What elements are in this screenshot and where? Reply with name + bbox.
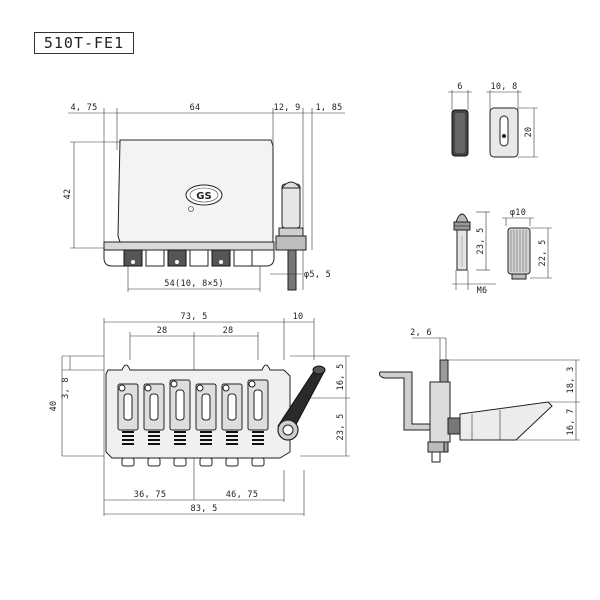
side-arm (379, 371, 433, 431)
front-dim-bottom-total: 83, 5 (190, 504, 217, 514)
front-dim-bottom-a: 36, 75 (134, 490, 167, 500)
side-dim-right-total: 18, 3 (566, 366, 576, 393)
part-dim-post-thread: M6 (477, 286, 488, 296)
front-dim-right-lower: 23, 5 (336, 413, 346, 440)
part-post (453, 213, 471, 271)
top-dim-spacing: 54(10, 8×5) (164, 279, 224, 289)
brand-logo-text: GS (196, 191, 211, 202)
part-dim-block-width: 6 (457, 82, 462, 92)
side-dim-top: 2, 6 (410, 328, 432, 338)
front-dim-height: 40 (49, 401, 59, 412)
front-dim-total-top: 73, 5 (180, 312, 207, 322)
side-sustain-block (459, 401, 553, 441)
screw-heads (121, 457, 265, 467)
side-dim-right-part: 16, 7 (566, 408, 576, 435)
tremolo-arm (277, 365, 326, 441)
front-dim-sub-a: 28 (157, 326, 168, 336)
top-saddles (123, 249, 253, 267)
brand-logo-badge (185, 184, 223, 206)
saddles (117, 379, 269, 431)
intonation-springs (122, 431, 264, 445)
model-code-label: 510T-FE1 (34, 32, 134, 54)
front-dim-small: 3, 8 (61, 377, 71, 399)
front-view: 73, 5 10 28 28 40 3, 8 16, 5 23, 5 36, 7… (49, 312, 350, 516)
part-knurled-nut (507, 227, 531, 280)
top-dim-height: 42 (63, 189, 73, 200)
top-dim-right-a: 12, 9 (273, 103, 300, 113)
top-dim-left: 4, 75 (70, 103, 97, 113)
part-dim-slot-width: 10, 8 (490, 82, 517, 92)
top-dim-right-b: 1, 85 (315, 103, 342, 113)
part-dim-post-height: 23, 5 (476, 227, 486, 254)
front-dim-sub-b: 28 (223, 326, 234, 336)
front-dim-right-upper: 16, 5 (336, 363, 346, 390)
front-dim-arm: 10 (293, 312, 304, 322)
front-dim-bottom-b: 46, 75 (226, 490, 259, 500)
parts-details: 6 10, 8 20 23, 5 M6 φ10 22, 5 (448, 82, 552, 296)
tremolo-post (275, 181, 307, 291)
side-view: 2, 6 18, 3 16, 7 (379, 328, 580, 463)
top-dim-width: 64 (190, 103, 201, 113)
part-dim-slot-height: 20 (524, 127, 534, 138)
part-dim-knurl-dia: φ10 (510, 208, 526, 218)
top-dim-post: φ5, 5 (304, 270, 331, 280)
top-view: GS 4, 75 64 (63, 103, 345, 292)
part-dim-knurl-height: 22, 5 (538, 239, 548, 266)
